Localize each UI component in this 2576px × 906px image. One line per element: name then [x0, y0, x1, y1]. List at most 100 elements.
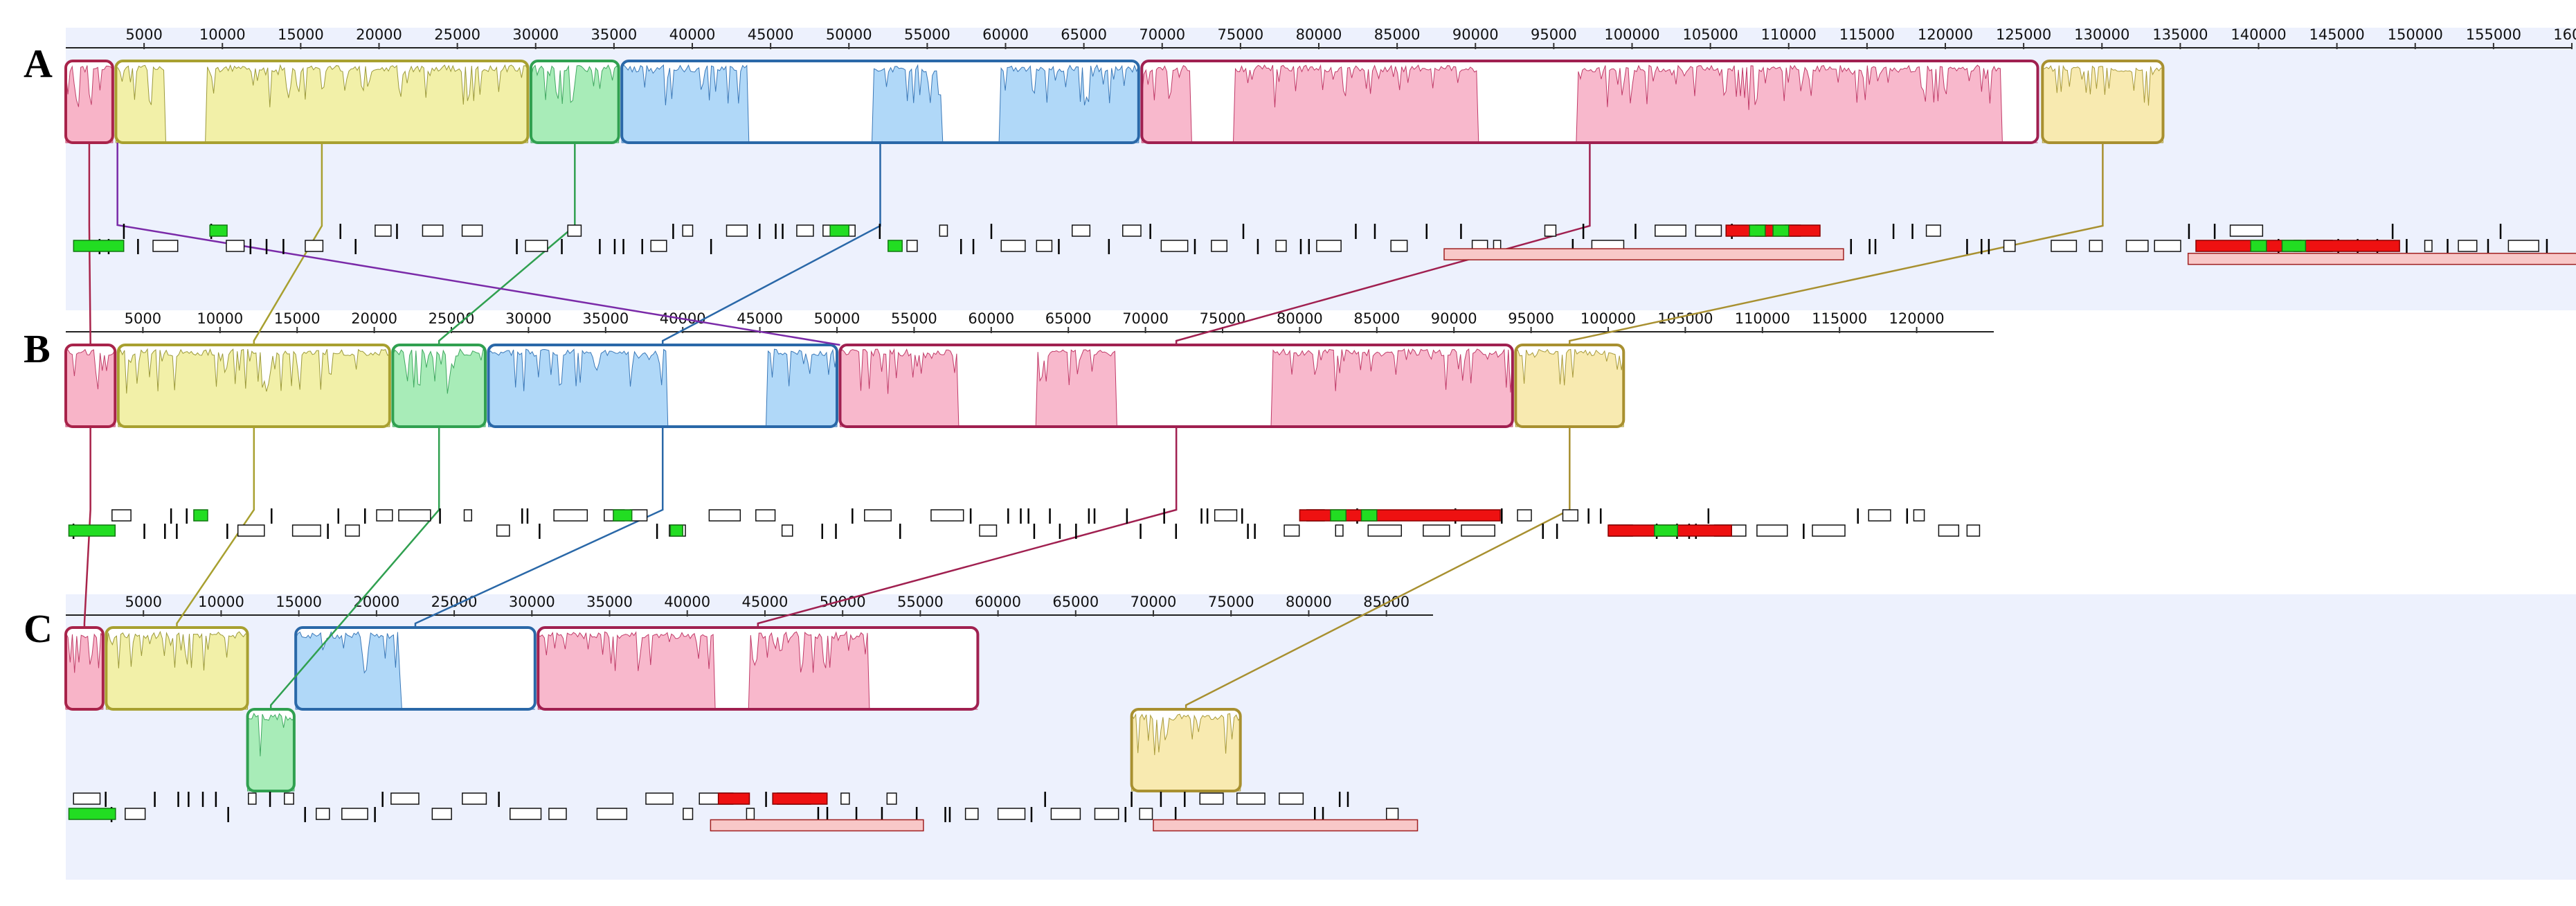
- gene-feature: [125, 808, 146, 820]
- gene-feature: [462, 792, 487, 805]
- axis-tick-label: 70000: [1131, 594, 1177, 610]
- gene-feature: [152, 240, 179, 252]
- gene-feature: [1050, 808, 1081, 820]
- gene-feature: [510, 808, 542, 820]
- gene-feature: [1036, 240, 1053, 252]
- gene-feature: [796, 224, 814, 237]
- axis-tick-label: 65000: [1052, 594, 1099, 610]
- axis-tick-label: 25000: [429, 310, 475, 327]
- gene-feature: [284, 792, 294, 805]
- lcb-block-blue: [620, 60, 1140, 144]
- lcb-block-blue: [294, 626, 537, 711]
- gene-feature: [1275, 240, 1287, 252]
- axis-tick-label: 45000: [742, 594, 789, 610]
- gene-feature: [1330, 509, 1346, 522]
- gene-feature: [1654, 524, 1679, 537]
- axis-tick-label: 70000: [1122, 310, 1169, 327]
- gene-feature: [1199, 792, 1224, 805]
- axis-tick-label: 145000: [2309, 26, 2365, 43]
- gene-feature: [1772, 224, 1790, 237]
- axis-tick-label: 140000: [2231, 26, 2286, 43]
- gene-feature: [111, 509, 132, 522]
- gene-feature: [1160, 240, 1189, 252]
- gene-feature: [1385, 808, 1399, 820]
- axis-tick-label: 60000: [982, 26, 1029, 43]
- gene-feature: [2424, 240, 2433, 252]
- similarity-profile: [118, 348, 390, 427]
- gene-feature: [1335, 524, 1344, 537]
- gene-feature: [1966, 524, 1981, 537]
- gene-feature: [650, 240, 667, 252]
- homology-connector: [83, 427, 91, 628]
- axis-tick-label: 60000: [968, 310, 1014, 327]
- axis-tick-label: 110000: [1761, 26, 1817, 43]
- axis-tick-label: 45000: [737, 310, 783, 327]
- lcb-block-red: [64, 626, 105, 711]
- lcb-block-red: [64, 344, 117, 428]
- gene-feature: [1211, 240, 1228, 252]
- gene-feature: [1544, 224, 1557, 237]
- homology-connector: [88, 143, 91, 345]
- gene-feature: [906, 240, 918, 252]
- gene-feature: [1284, 524, 1300, 537]
- homology-connector: [414, 427, 664, 628]
- gene-feature: [1360, 509, 1378, 522]
- axis-tick-label: 115000: [1812, 310, 1867, 327]
- similarity-profile: [1141, 64, 2038, 143]
- lcb-block-yellow: [116, 344, 391, 428]
- lcb-block-yellow: [105, 626, 249, 711]
- gene-feature: [226, 240, 245, 252]
- gene-feature: [73, 240, 125, 252]
- gene-feature: [1423, 524, 1450, 537]
- lcb-block-gold: [1130, 708, 1242, 792]
- axis-tick-label: 100000: [1604, 26, 1659, 43]
- lcb-block-yellow: [114, 60, 530, 144]
- gene-feature: [1071, 224, 1091, 237]
- homology-connector: [757, 427, 1178, 628]
- axis-tick-label: 40000: [664, 594, 710, 610]
- lcb-block-crimson: [838, 344, 1514, 428]
- gene-feature: [525, 240, 548, 252]
- similarity-profile: [392, 348, 486, 427]
- gene-feature: [930, 509, 964, 522]
- gene-feature: [979, 524, 998, 537]
- axis-tick-label: 10000: [198, 594, 244, 610]
- gene-feature: [73, 792, 101, 805]
- similarity-profile: [247, 712, 295, 792]
- homology-connector: [1569, 143, 2104, 345]
- gene-feature: [2458, 240, 2478, 252]
- gene-feature: [1236, 792, 1266, 805]
- panel-label-a: A: [24, 41, 53, 86]
- gene-feature: [398, 509, 431, 522]
- gene-feature: [316, 808, 330, 820]
- gene-feature: [1443, 248, 1844, 260]
- gene-feature: [886, 792, 897, 805]
- axis-tick-label: 15000: [274, 310, 321, 327]
- gene-feature: [2281, 240, 2307, 252]
- axis-tick-label: 30000: [505, 310, 552, 327]
- gene-feature: [997, 808, 1026, 820]
- gene-feature: [1938, 524, 1960, 537]
- gene-feature: [422, 224, 444, 237]
- axis-tick-label: 80000: [1296, 26, 1342, 43]
- axis-tick-label: 80000: [1277, 310, 1323, 327]
- lcb-block-green: [391, 344, 487, 428]
- gene-feature: [1279, 792, 1304, 805]
- gene-feature: [305, 240, 324, 252]
- gene-feature: [708, 509, 741, 522]
- axis-tick-label: 95000: [1508, 310, 1554, 327]
- gene-feature: [1562, 509, 1578, 522]
- similarity-profile: [65, 348, 116, 427]
- gene-feature: [1367, 524, 1403, 537]
- gene-feature: [345, 524, 360, 537]
- gene-feature: [1749, 224, 1766, 237]
- gene-feature: [2507, 240, 2539, 252]
- gene-feature: [1122, 224, 1142, 237]
- lcb-block-red: [64, 60, 114, 144]
- similarity-profile: [487, 348, 838, 427]
- gene-feature: [613, 509, 633, 522]
- gene-feature: [1517, 509, 1532, 522]
- lcb-block-blue: [487, 344, 838, 428]
